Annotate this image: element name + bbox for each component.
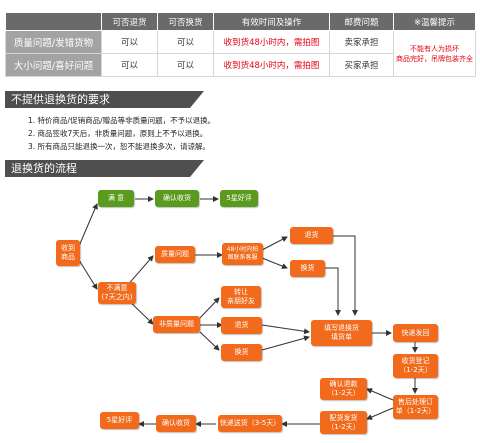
table-row: 大小问题/喜好问题 可以 可以 收到货48小时内，需拍图 买家承担 [5,53,476,77]
node-fill-form: 填写退换货 填货单 [311,320,372,346]
return-policy-table: 可否退货 可否换货 有效时间及操作 邮费问题 ※温馨提示 质量问题/发错货物 可… [5,12,476,77]
table-header [5,12,102,31]
table-header: 可否换货 [157,12,214,31]
table-header-row: 可否退货 可否换货 有效时间及操作 邮费问题 ※温馨提示 [5,12,476,31]
node-five-star-review: 5星好评 [220,190,258,207]
postage-cell: 买家承担 [329,53,394,77]
node-contact-service: 48小时内拍 图联系客服 [222,243,263,265]
node-express-return: 快递发回 [393,324,438,342]
node-receipt-register: 收货登记 （1-2天） [393,354,438,378]
return-cell: 可以 [101,30,158,54]
node-return-quality: 退货 [290,227,333,244]
node-five-star-review-final: 5星好评 [100,412,139,429]
node-confirm-receipt-final: 确认收货 [156,415,196,432]
node-confirm-refund: 确认退款 （1-2天） [320,378,367,400]
tips-text: 不能有人为损坏 商品完好，吊牌包装齐全 [396,44,473,63]
node-exchange-quality: 换货 [290,260,325,277]
table-row: 质量问题/发错货物 可以 可以 收到货48小时内，需拍图 卖家承担 不能有人为损… [5,30,476,77]
node-express-delivery: 快递送货（3-5天） [218,415,282,432]
row-label: 大小问题/喜好问题 [5,53,102,77]
time-cell: 收到货48小时内，需拍图 [213,30,330,54]
rule-item: 2. 商品签收7天后，非质量问题，原则上不予以退换。 [28,129,208,138]
rules-list: 1. 特价商品/促销商品/赠品等非质量问题，不予以退换。 2. 商品签收7天后，… [28,114,215,153]
table-header: 邮费问题 [329,12,394,31]
section-banner-process: 退换货的流程 [5,160,204,177]
node-receive-goods: 收到 商品 [56,240,80,266]
table-header: ※温馨提示 [393,12,476,31]
node-after-sales: 售后处理订 单（1-2天） [393,395,438,419]
tips-cell: 不能有人为损坏 商品完好，吊牌包装齐全 [393,30,476,77]
return-cell: 可以 [101,53,158,77]
section-banner-no-return: 不提供退换货的要求 [5,91,204,108]
node-satisfied: 满 意 [98,190,134,207]
rule-item: 1. 特价商品/促销商品/赠品等非质量问题，不予以退换。 [28,116,216,125]
node-return-nonquality: 退货 [221,317,262,334]
node-quality-issue: 质量问题 [155,246,195,263]
node-non-quality-issue: 非质量问题 [153,316,200,333]
table-header: 有效时间及操作 [213,12,330,31]
table-header: 可否退货 [101,12,158,31]
node-exchange-nonquality: 换货 [221,344,262,361]
rule-item: 3. 所有商品只能退换一次，恕不能退换多次，请谅解。 [28,142,211,151]
node-gift-friends: 转让 亲朋好友 [221,286,261,308]
node-confirm-receipt: 确认收货 [155,190,199,207]
node-redeliver: 配货发货 （1-2天） [320,411,367,434]
node-unsatisfied: 不满意 (7天之内) [98,282,136,304]
exchange-cell: 可以 [157,30,214,54]
time-cell: 收到货48小时内，需拍图 [213,53,330,77]
row-label: 质量问题/发错货物 [5,30,102,54]
